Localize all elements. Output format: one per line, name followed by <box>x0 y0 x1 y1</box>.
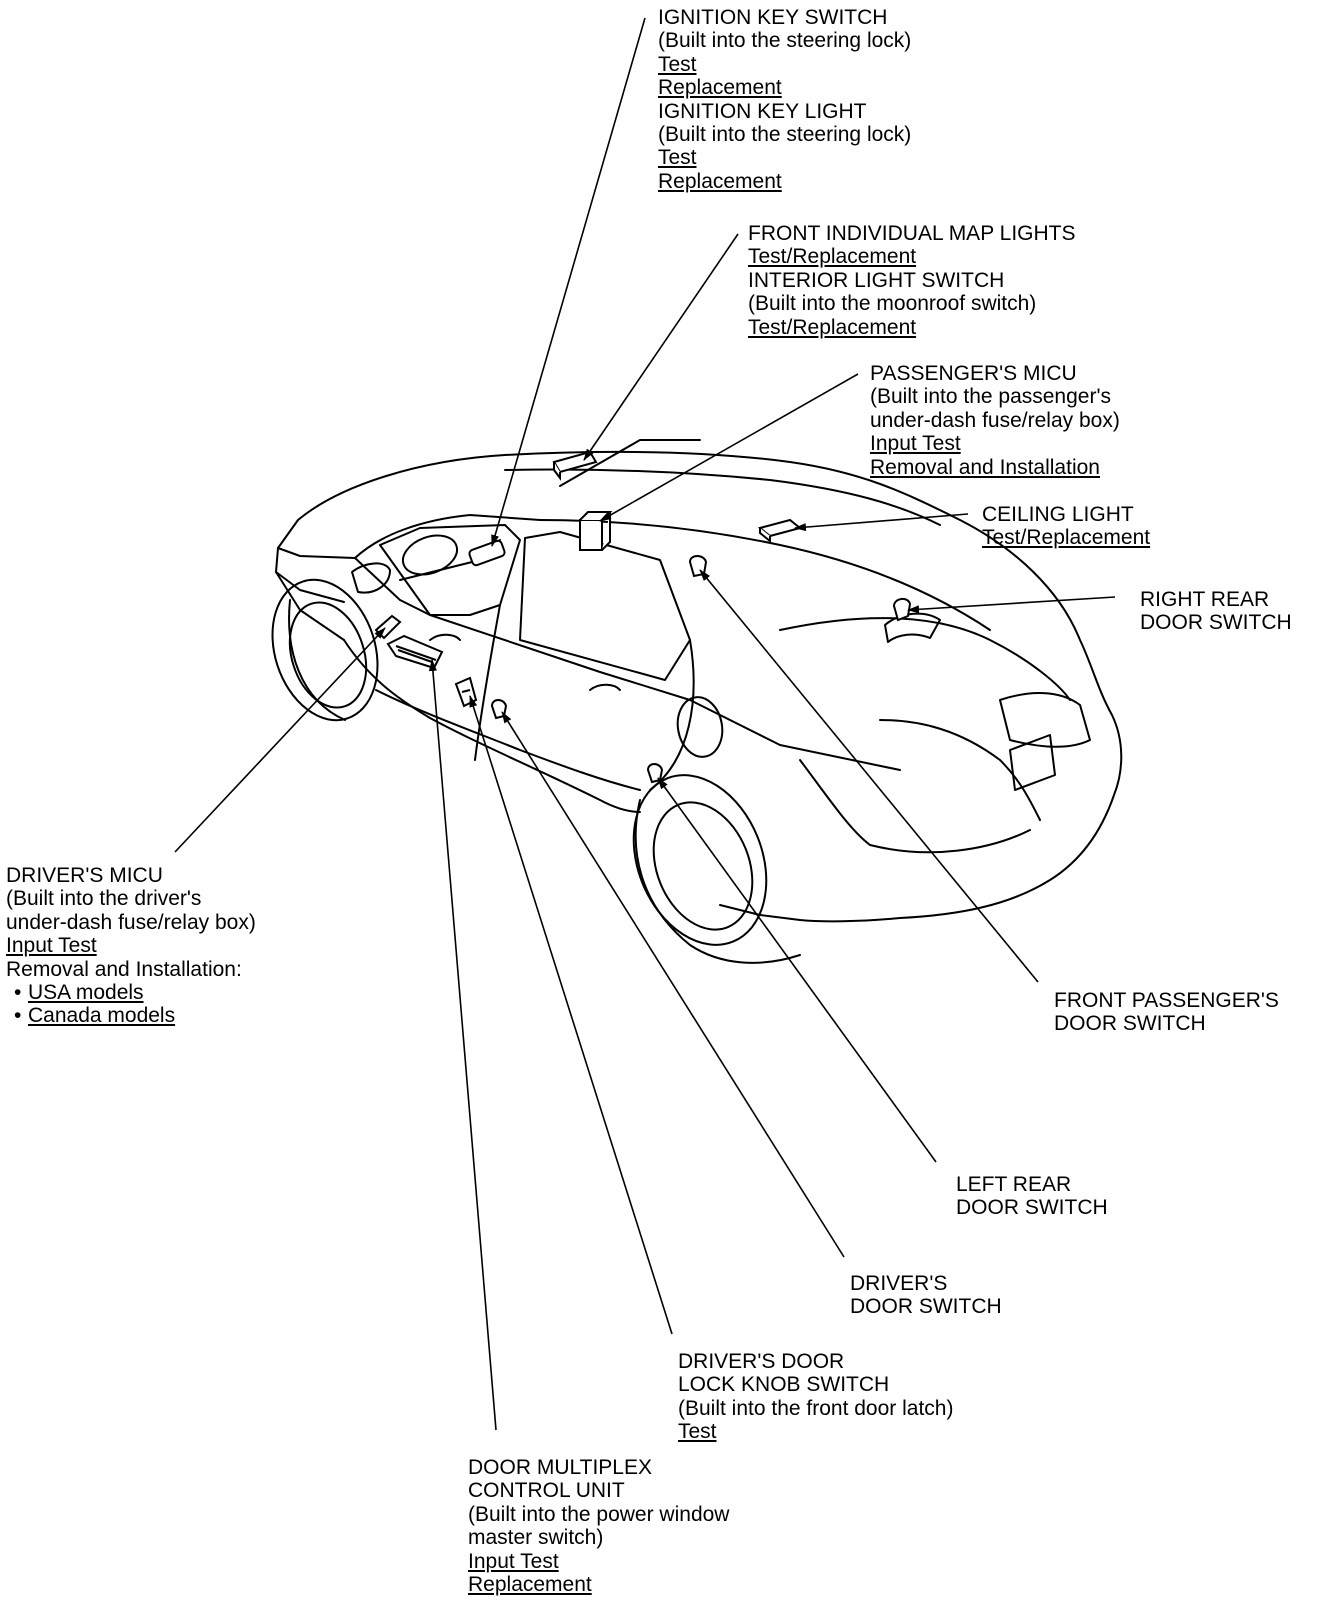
driver-micu-title: DRIVER'S MICU <box>6 864 163 887</box>
ignition-key-switch-icon <box>468 539 506 567</box>
ceiling-light-icon <box>757 518 803 544</box>
door-multiplex-replacement-link[interactable]: Replacement <box>468 1573 592 1597</box>
map-lights-test-replacement-link[interactable]: Test/Replacement <box>748 245 917 269</box>
ceiling-light-callout: CEILING LIGHT Test/Replacement <box>982 503 1150 550</box>
ignition-key-light-title: IGNITION KEY LIGHT <box>658 99 867 123</box>
leader-ignition <box>491 17 646 547</box>
ignition-key-light-replacement-link[interactable]: Replacement <box>658 169 782 193</box>
door-multiplex-note-2: master switch) <box>468 1526 604 1550</box>
front-pass-door-callout: FRONT PASSENGER'S DOOR SWITCH <box>1054 989 1279 1036</box>
driver-micu-canada-link[interactable]: Canada models <box>28 1004 176 1028</box>
leader-passenger-micu <box>599 373 859 522</box>
driver-door-title-1: DRIVER'S <box>850 1272 948 1295</box>
driver-micu-removal-heading: Removal and Installation: <box>6 957 242 981</box>
driver-door-callout: DRIVER'S DOOR SWITCH <box>850 1272 1002 1319</box>
interior-light-switch-title: INTERIOR LIGHT SWITCH <box>748 268 1005 292</box>
ignition-callout: IGNITION KEY SWITCH (Built into the stee… <box>658 6 911 193</box>
left-rear-title-2: DOOR SWITCH <box>956 1196 1108 1220</box>
passenger-micu-callout: PASSENGER'S MICU (Built into the passeng… <box>870 362 1120 479</box>
driver-micu-note-1: (Built into the driver's <box>6 887 202 911</box>
front-pass-door-title-1: FRONT PASSENGER'S <box>1054 989 1279 1012</box>
door-multiplex-note-1: (Built into the power window <box>468 1502 730 1526</box>
driver-micu-usa-item: USA models <box>6 981 256 1004</box>
lock-knob-title-1: DRIVER'S DOOR <box>678 1350 845 1373</box>
door-multiplex-title-1: DOOR MULTIPLEX <box>468 1456 652 1479</box>
lock-knob-switch-icon <box>454 676 478 708</box>
driver-micu-callout: DRIVER'S MICU (Built into the driver's u… <box>6 864 256 1028</box>
map-lights-callout: FRONT INDIVIDUAL MAP LIGHTS Test/Replace… <box>748 222 1076 339</box>
right-rear-callout: RIGHT REAR DOOR SWITCH <box>1140 588 1292 635</box>
map-lights-title: FRONT INDIVIDUAL MAP LIGHTS <box>748 222 1076 245</box>
right-rear-door-switch-icon <box>892 598 912 622</box>
map-lights-icon <box>552 450 598 481</box>
left-rear-callout: LEFT REAR DOOR SWITCH <box>956 1173 1108 1220</box>
door-multiplex-control-unit-icon <box>386 634 444 670</box>
interior-light-switch-test-replacement-link[interactable]: Test/Replacement <box>748 315 917 339</box>
ignition-key-light-note: (Built into the steering lock) <box>658 123 912 147</box>
driver-micu-input-test-link[interactable]: Input Test <box>6 934 97 958</box>
driver-micu-usa-link[interactable]: USA models <box>28 981 144 1005</box>
right-rear-title-1: RIGHT REAR <box>1140 588 1270 611</box>
passenger-micu-removal-link[interactable]: Removal and Installation <box>870 455 1100 479</box>
ignition-key-switch-title: IGNITION KEY SWITCH <box>658 6 888 29</box>
leader-driver-micu <box>174 627 386 853</box>
leader-ceiling-light <box>794 513 969 532</box>
driver-door-title-2: DOOR SWITCH <box>850 1295 1002 1319</box>
door-multiplex-title-2: CONTROL UNIT <box>468 1479 625 1503</box>
ignition-key-switch-test-link[interactable]: Test <box>658 52 697 76</box>
left-rear-title-1: LEFT REAR <box>956 1173 1072 1196</box>
ignition-key-switch-note: (Built into the steering lock) <box>658 29 912 53</box>
lock-knob-title-2: LOCK KNOB SWITCH <box>678 1373 890 1397</box>
door-multiplex-callout: DOOR MULTIPLEX CONTROL UNIT (Built into … <box>468 1456 729 1596</box>
door-multiplex-input-test-link[interactable]: Input Test <box>468 1549 559 1573</box>
leader-front-pass-door <box>699 569 1039 983</box>
leader-map-lights <box>583 233 739 461</box>
leader-right-rear <box>907 596 1116 614</box>
driver-micu-note-2: under-dash fuse/relay box) <box>6 910 256 934</box>
front-pass-door-title-2: DOOR SWITCH <box>1054 1012 1206 1036</box>
lock-knob-test-link[interactable]: Test <box>678 1420 717 1444</box>
passenger-micu-note-2: under-dash fuse/relay box) <box>870 408 1120 432</box>
lock-knob-callout: DRIVER'S DOOR LOCK KNOB SWITCH (Built in… <box>678 1350 953 1444</box>
leader-driver-door <box>501 711 845 1258</box>
ignition-key-light-test-link[interactable]: Test <box>658 146 697 170</box>
car-outline <box>271 439 1123 964</box>
lock-knob-note: (Built into the front door latch) <box>678 1396 954 1420</box>
passenger-micu-title: PASSENGER'S MICU <box>870 362 1077 385</box>
passenger-micu-note-1: (Built into the passenger's <box>870 385 1111 409</box>
ceiling-light-title: CEILING LIGHT <box>982 503 1134 526</box>
driver-micu-canada-item: Canada models <box>6 1004 256 1027</box>
ignition-key-switch-replacement-link[interactable]: Replacement <box>658 76 782 100</box>
ceiling-light-test-replacement-link[interactable]: Test/Replacement <box>982 526 1151 550</box>
leader-left-rear <box>657 777 937 1163</box>
leader-door-multiplex <box>428 659 497 1431</box>
front-passenger-door-switch-icon <box>688 555 708 578</box>
leader-lock-knob <box>469 695 673 1335</box>
interior-light-switch-note: (Built into the moonroof switch) <box>748 292 1037 316</box>
leader-lines <box>174 17 1116 1431</box>
passenger-micu-input-test-link[interactable]: Input Test <box>870 432 961 456</box>
right-rear-title-2: DOOR SWITCH <box>1140 611 1292 635</box>
